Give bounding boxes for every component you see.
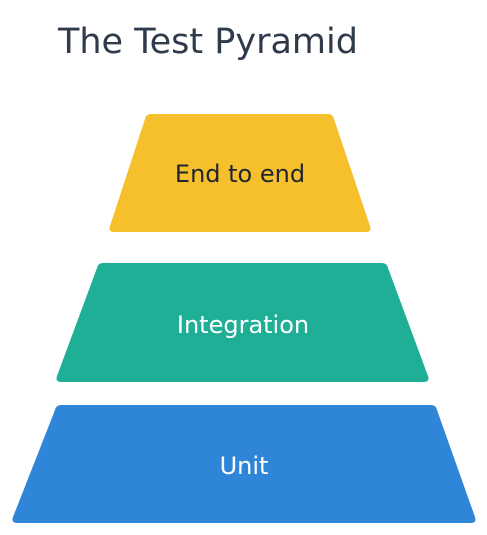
tier-end-to-end-shape bbox=[109, 114, 371, 232]
tier-integration-shape bbox=[56, 263, 429, 382]
diagram-title: The Test Pyramid bbox=[58, 22, 358, 62]
tier-unit-label: Unit bbox=[220, 452, 269, 480]
tier-unit-shape bbox=[12, 405, 476, 523]
tier-integration-label: Integration bbox=[177, 311, 309, 339]
tier-integration: Integration bbox=[56, 263, 429, 382]
tier-end-to-end-label: End to end bbox=[175, 160, 305, 188]
tier-unit: Unit bbox=[12, 405, 476, 523]
tier-end-to-end: End to end bbox=[109, 114, 371, 232]
